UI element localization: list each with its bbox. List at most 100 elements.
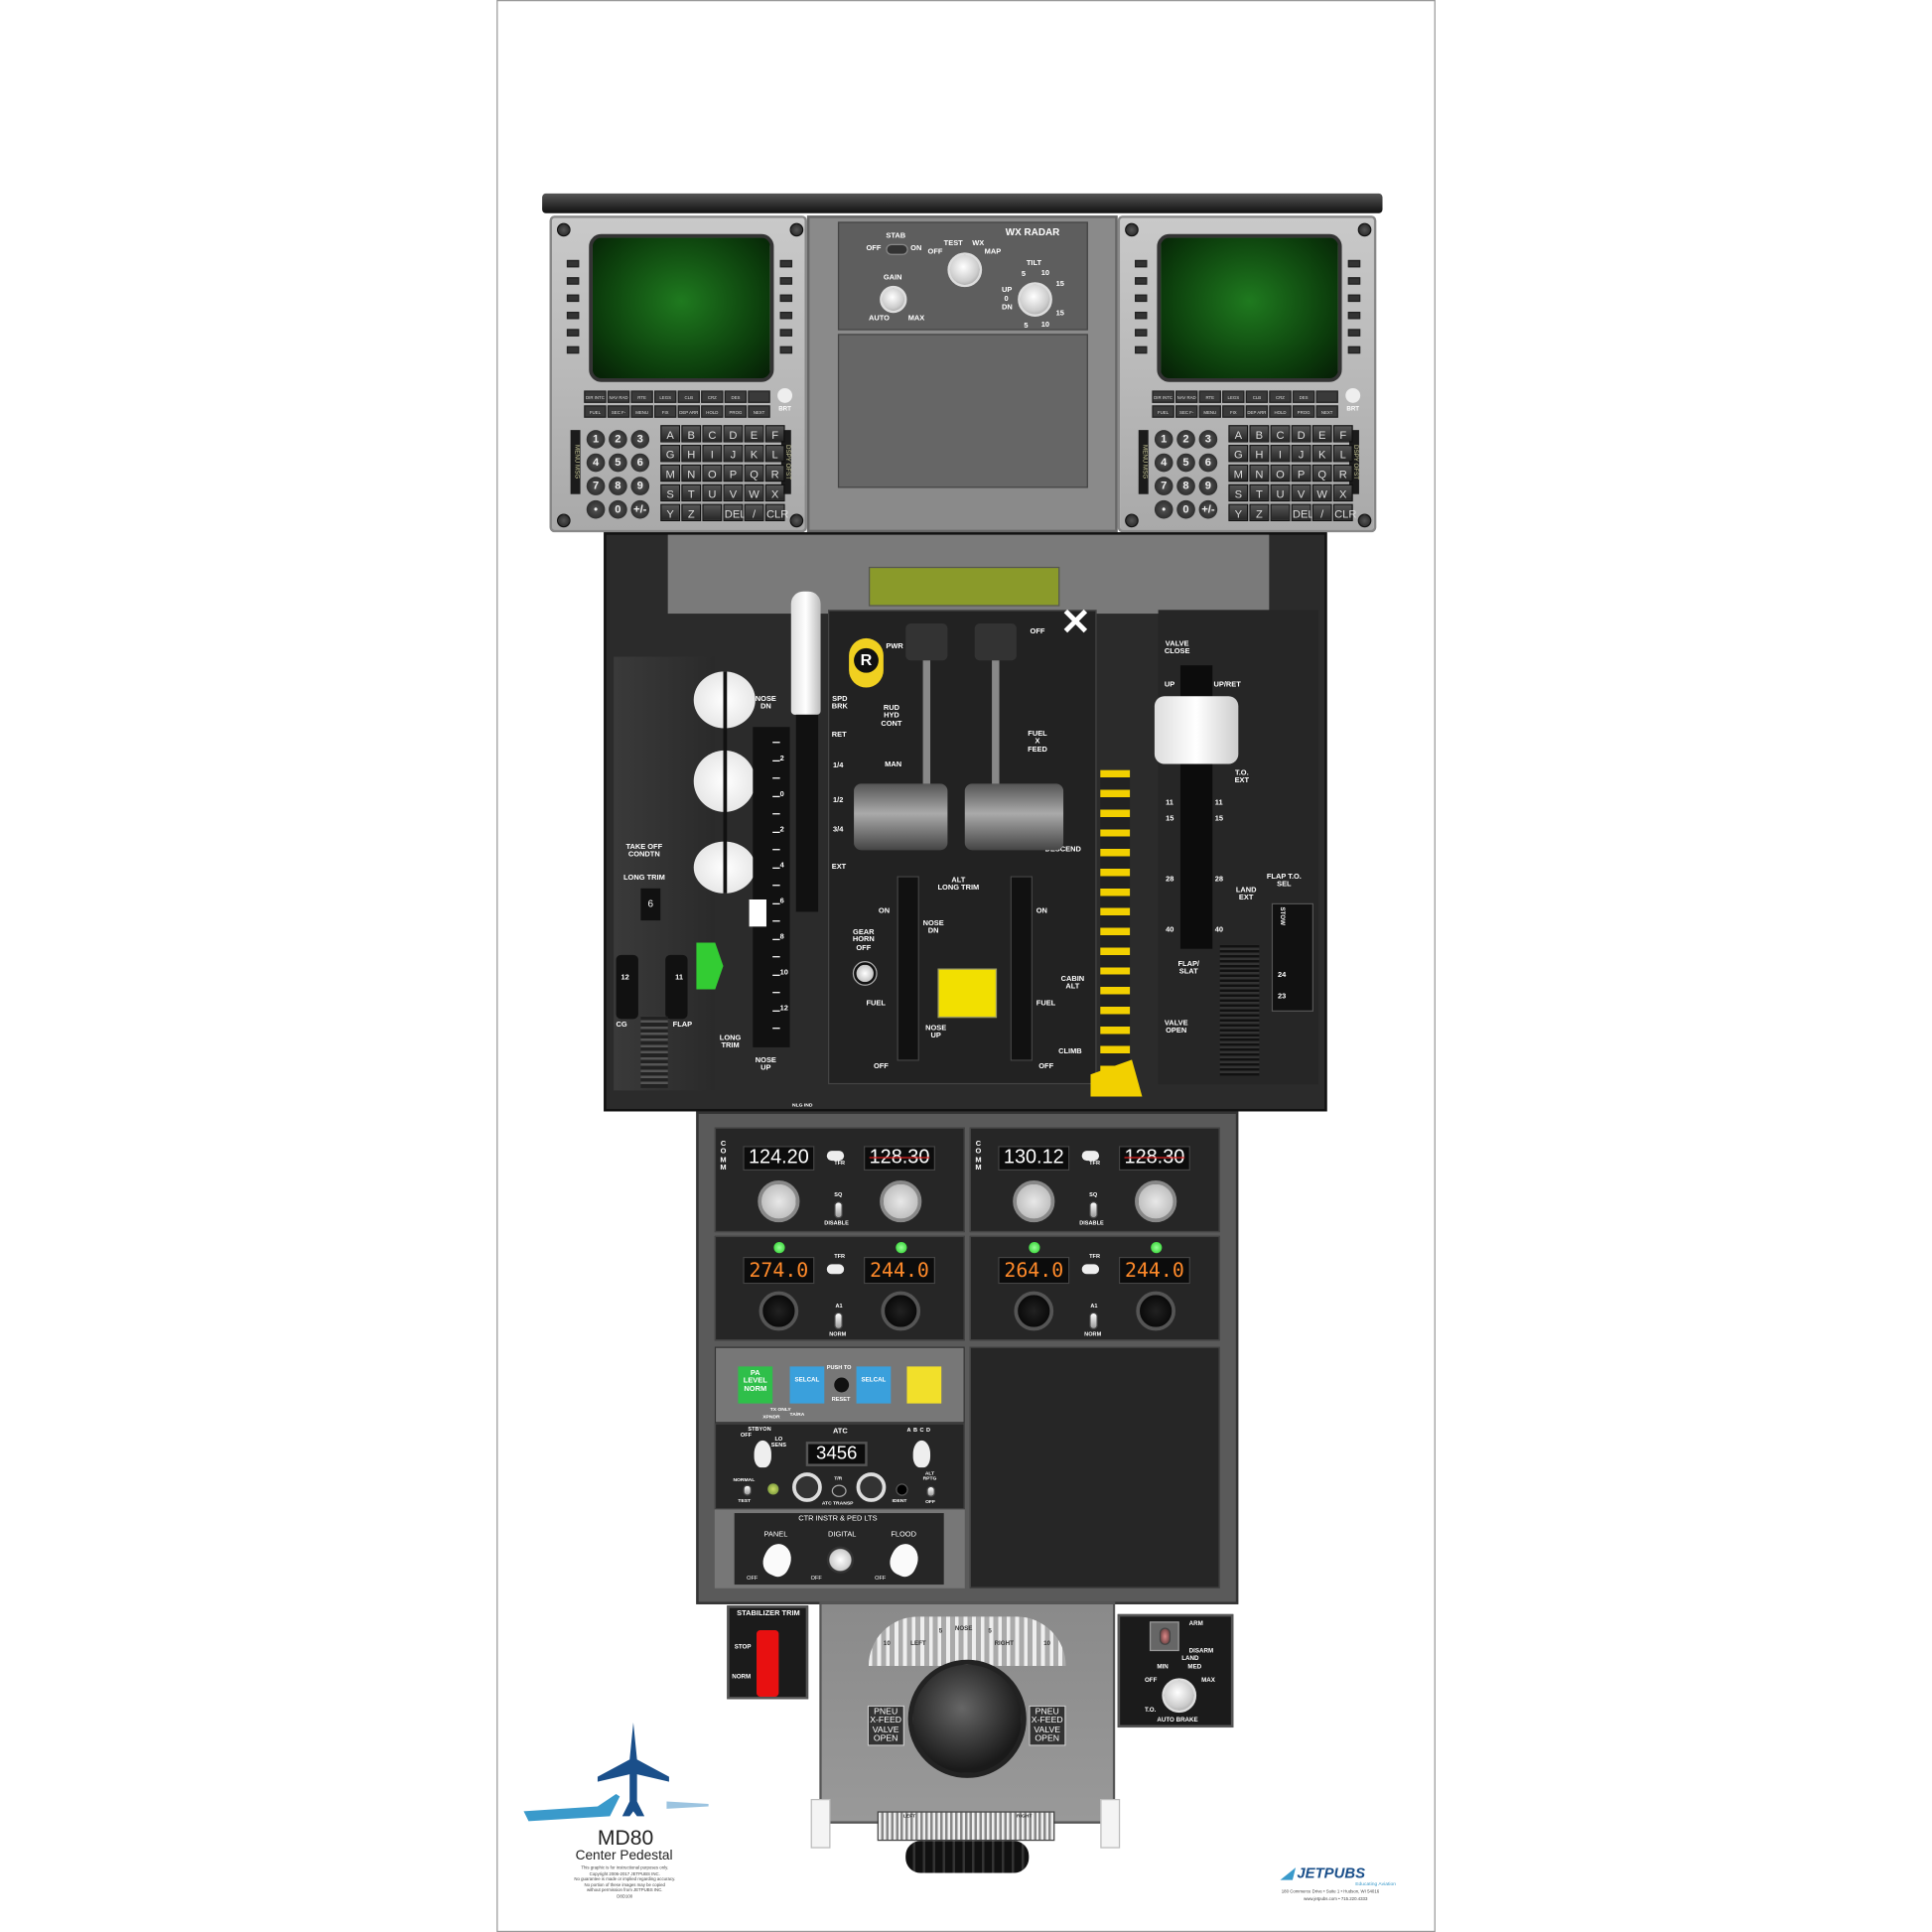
line-select-key-left[interactable] — [566, 259, 580, 268]
fuel-lever-left[interactable] — [897, 876, 919, 1061]
tilt-knob[interactable] — [1018, 282, 1052, 317]
alpha-key[interactable]: G — [660, 445, 681, 463]
line-select-key-left[interactable] — [566, 277, 580, 285]
numeric-key[interactable]: +/- — [1198, 499, 1218, 519]
radar-mode-knob[interactable] — [947, 252, 983, 288]
takeoff-trim-thumbwheel[interactable] — [640, 1016, 668, 1088]
alpha-key[interactable]: I — [702, 445, 723, 463]
function-key[interactable]: DES — [1292, 390, 1315, 403]
line-select-key-right[interactable] — [1347, 311, 1361, 320]
alpha-key[interactable]: F — [764, 425, 785, 443]
function-key[interactable]: CRZ — [701, 390, 724, 403]
numeric-key[interactable]: 3 — [630, 430, 650, 449]
function-key[interactable]: FUEL PRED — [1152, 405, 1174, 418]
alpha-key[interactable]: X — [764, 483, 785, 502]
alpha-key[interactable]: K — [744, 445, 764, 463]
numeric-key[interactable]: 7 — [586, 477, 606, 495]
comm-transfer-switch[interactable] — [826, 1151, 845, 1162]
alpha-key[interactable]: C — [702, 425, 723, 443]
function-key[interactable]: DEP ARR — [1245, 405, 1269, 418]
alpha-key[interactable]: N — [681, 464, 702, 483]
alpha-key[interactable]: Q — [1311, 464, 1332, 483]
autobrake-selector-knob[interactable] — [1162, 1678, 1197, 1714]
numeric-key[interactable]: 1 — [1154, 430, 1173, 449]
line-select-key-right[interactable] — [779, 259, 793, 268]
alpha-key[interactable]: X — [1332, 483, 1353, 502]
alpha-key[interactable]: V — [1291, 483, 1311, 502]
atc-abcd-selector[interactable] — [912, 1440, 931, 1468]
stab-trim-wheel[interactable] — [693, 671, 756, 894]
alpha-key[interactable]: R — [1332, 464, 1353, 483]
function-key[interactable]: CRZ — [1269, 390, 1292, 403]
function-key[interactable]: FUEL PRED — [584, 405, 607, 418]
function-key[interactable]: CLB — [1245, 390, 1269, 403]
line-select-key-left[interactable] — [566, 329, 580, 337]
numeric-key[interactable]: 6 — [1198, 453, 1218, 473]
comm-tuning-knob-left[interactable] — [758, 1179, 800, 1223]
numeric-key[interactable]: 4 — [586, 453, 606, 473]
function-key[interactable]: PROG — [724, 405, 748, 418]
function-key[interactable]: NAV RAD — [607, 390, 630, 403]
function-key[interactable]: NAV RAD — [1175, 390, 1198, 403]
line-select-key-right[interactable] — [779, 277, 793, 285]
alpha-key[interactable]: B — [1249, 425, 1270, 443]
function-key[interactable]: MENU — [630, 405, 653, 418]
numeric-key[interactable]: 1 — [586, 430, 606, 449]
alpha-key[interactable]: M — [660, 464, 681, 483]
numeric-key[interactable]: 9 — [630, 477, 650, 495]
gear-horn-off-button[interactable] — [852, 961, 878, 986]
alpha-key[interactable]: T — [681, 483, 702, 502]
flap-lever[interactable] — [1154, 696, 1239, 764]
alt-rptg-switch[interactable] — [926, 1485, 935, 1497]
stab-toggle[interactable] — [886, 243, 908, 255]
gain-knob[interactable] — [880, 285, 907, 314]
line-select-key-right[interactable] — [779, 345, 793, 354]
function-key[interactable]: SEC F-PLN — [1175, 405, 1198, 418]
alpha-key[interactable]: J — [1291, 445, 1311, 463]
comm-tuning-knob-left[interactable] — [1013, 1179, 1055, 1223]
flap-wheel[interactable] — [665, 954, 688, 1020]
ident-button[interactable] — [896, 1483, 908, 1496]
numeric-key[interactable]: 5 — [1176, 453, 1195, 473]
line-select-key-left[interactable] — [1135, 345, 1148, 354]
alpha-key[interactable]: CLR — [1332, 503, 1356, 521]
alpha-key[interactable]: DEL — [723, 503, 747, 521]
alpha-key[interactable]: G — [1228, 445, 1249, 463]
flap-to-thumbwheel[interactable] — [1219, 944, 1260, 1076]
numeric-key[interactable]: • — [1154, 499, 1173, 519]
alpha-key[interactable]: L — [764, 445, 785, 463]
fuel-lever-right[interactable] — [1010, 876, 1034, 1061]
alpha-key[interactable]: D — [1291, 425, 1311, 443]
alpha-key[interactable]: F — [1332, 425, 1353, 443]
function-key[interactable] — [748, 390, 770, 403]
nav-transfer-switch[interactable] — [826, 1264, 845, 1275]
alpha-key[interactable]: W — [1311, 483, 1332, 502]
alpha-key[interactable]: P — [723, 464, 744, 483]
alpha-key[interactable]: U — [702, 483, 723, 502]
a1-norm-switch[interactable] — [1089, 1311, 1098, 1330]
pa-level-norm-button[interactable]: PA LEVEL NORM — [738, 1366, 773, 1404]
line-select-key-left[interactable] — [566, 311, 580, 320]
alpha-key[interactable]: B — [681, 425, 702, 443]
selcal-1-button[interactable]: SELCAL — [789, 1366, 825, 1404]
numeric-key[interactable]: • — [586, 499, 606, 519]
numeric-key[interactable]: 9 — [1198, 477, 1218, 495]
line-select-key-right[interactable] — [1347, 329, 1361, 337]
amber-annunciator[interactable] — [906, 1366, 942, 1404]
atc-mode-selector[interactable] — [754, 1440, 771, 1468]
alpha-key[interactable]: DEL — [1291, 503, 1314, 521]
nav-transfer-switch[interactable] — [1081, 1264, 1100, 1275]
numeric-key[interactable]: 2 — [609, 430, 627, 449]
stab-trim-cutout-switch[interactable] — [757, 1629, 779, 1697]
numeric-key[interactable]: 8 — [1176, 477, 1195, 495]
alpha-key[interactable]: S — [660, 483, 681, 502]
line-select-key-left[interactable] — [1135, 277, 1148, 285]
alpha-key[interactable]: R — [764, 464, 785, 483]
alt-long-trim-switch[interactable] — [937, 968, 998, 1019]
function-key[interactable]: PROG — [1292, 405, 1315, 418]
function-key[interactable]: LEGS — [654, 390, 677, 403]
push-to-reset-button[interactable] — [834, 1377, 850, 1393]
numeric-key[interactable]: +/- — [630, 499, 650, 519]
atc-test-switch[interactable] — [743, 1484, 753, 1496]
function-key[interactable]: CLB — [677, 390, 700, 403]
